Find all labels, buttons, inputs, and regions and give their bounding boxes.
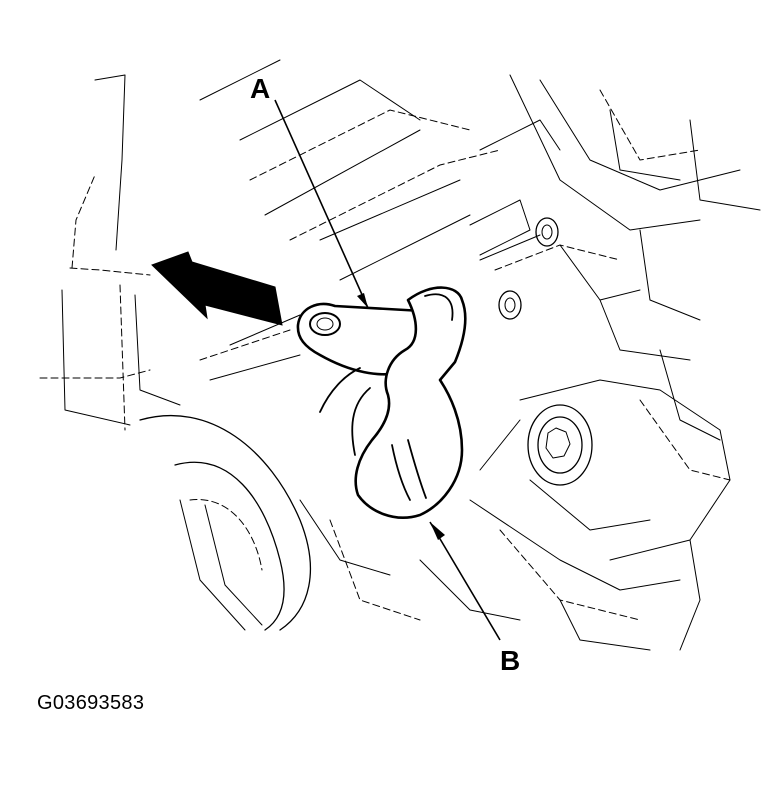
engine-background-linework <box>39 59 761 651</box>
callout-a-letter: A <box>250 73 270 104</box>
callout-b: B <box>429 521 520 676</box>
part-b-connector <box>319 286 467 519</box>
figure-id-label: G03693583 <box>37 692 145 714</box>
callout-b-letter: B <box>500 645 520 676</box>
bolt-middle <box>498 290 522 320</box>
removal-direction-arrow <box>151 251 283 326</box>
callout-a-arrowhead <box>357 293 368 308</box>
callout-b-leader <box>429 521 501 641</box>
callout-a-leader <box>274 99 369 309</box>
bolt-upper <box>535 217 559 247</box>
bolt-large <box>527 404 593 486</box>
callout-b-arrowhead <box>430 522 445 540</box>
callout-a: A <box>250 73 369 309</box>
